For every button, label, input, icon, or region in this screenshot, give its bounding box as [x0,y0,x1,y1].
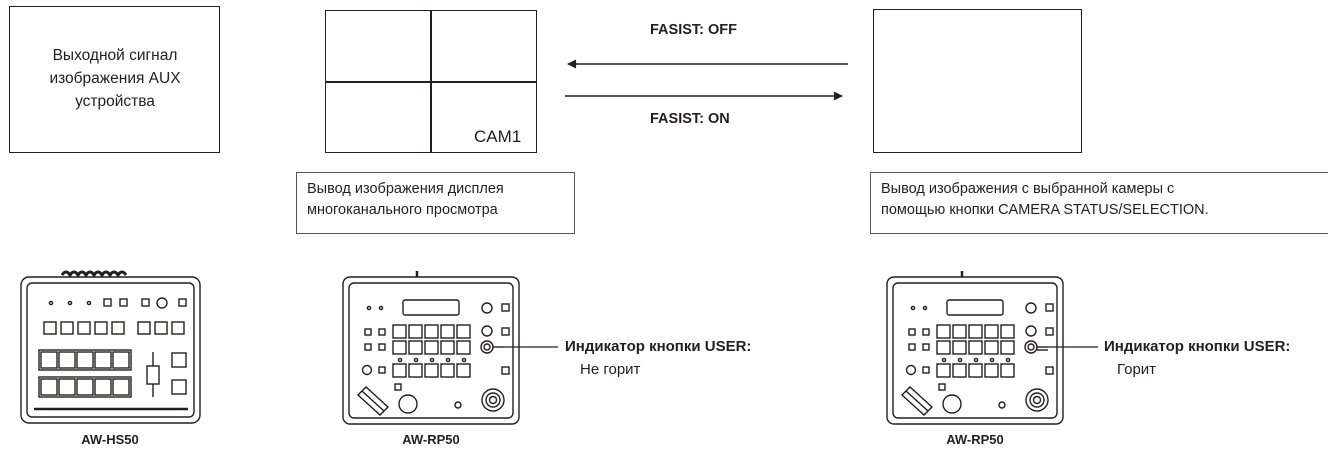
selected-camera-caption: Вывод изображения с выбранной камеры с п… [870,172,1328,234]
multiview-horizontal-divider [326,81,536,83]
selected-camera-screen [873,9,1082,153]
aux-output-text: Выходной сигнал изображения AUX устройст… [49,47,181,110]
model-label-hs50: AW-HS50 [81,432,139,447]
aw-rp50-device-off [342,271,520,425]
fasist-off-label: FASIST: OFF [650,22,737,38]
aux-output-box [9,6,220,153]
selected-camera-caption-line2: помощью кнопки CAMERA STATUS/SELECTION. [881,202,1209,218]
user-indicator-state-off: Не горит [580,361,641,378]
aw-hs50-device [20,270,201,424]
multiview-caption: Вывод изображения дисплея многоканальног… [296,172,575,234]
selected-camera-caption-line1: Вывод изображения с выбранной камеры с [881,181,1175,197]
model-label-rp50-on: AW-RP50 [946,432,1004,447]
model-label-rp50-off: AW-RP50 [402,432,460,447]
fasist-on-label: FASIST: ON [650,111,730,127]
cam1-label: CAM1 [474,127,522,146]
user-indicator-title-off: Индикатор кнопки USER: [565,338,752,355]
multiview-caption-line1: Вывод изображения дисплея [307,181,504,197]
multiview-caption-line2: многоканального просмотра [307,202,498,218]
user-indicator-title-on: Индикатор кнопки USER: [1104,338,1291,355]
multiview-screen: CAM1 [325,10,537,153]
user-indicator-state-on: Горит [1117,361,1157,378]
aw-rp50-device-on [886,271,1064,425]
